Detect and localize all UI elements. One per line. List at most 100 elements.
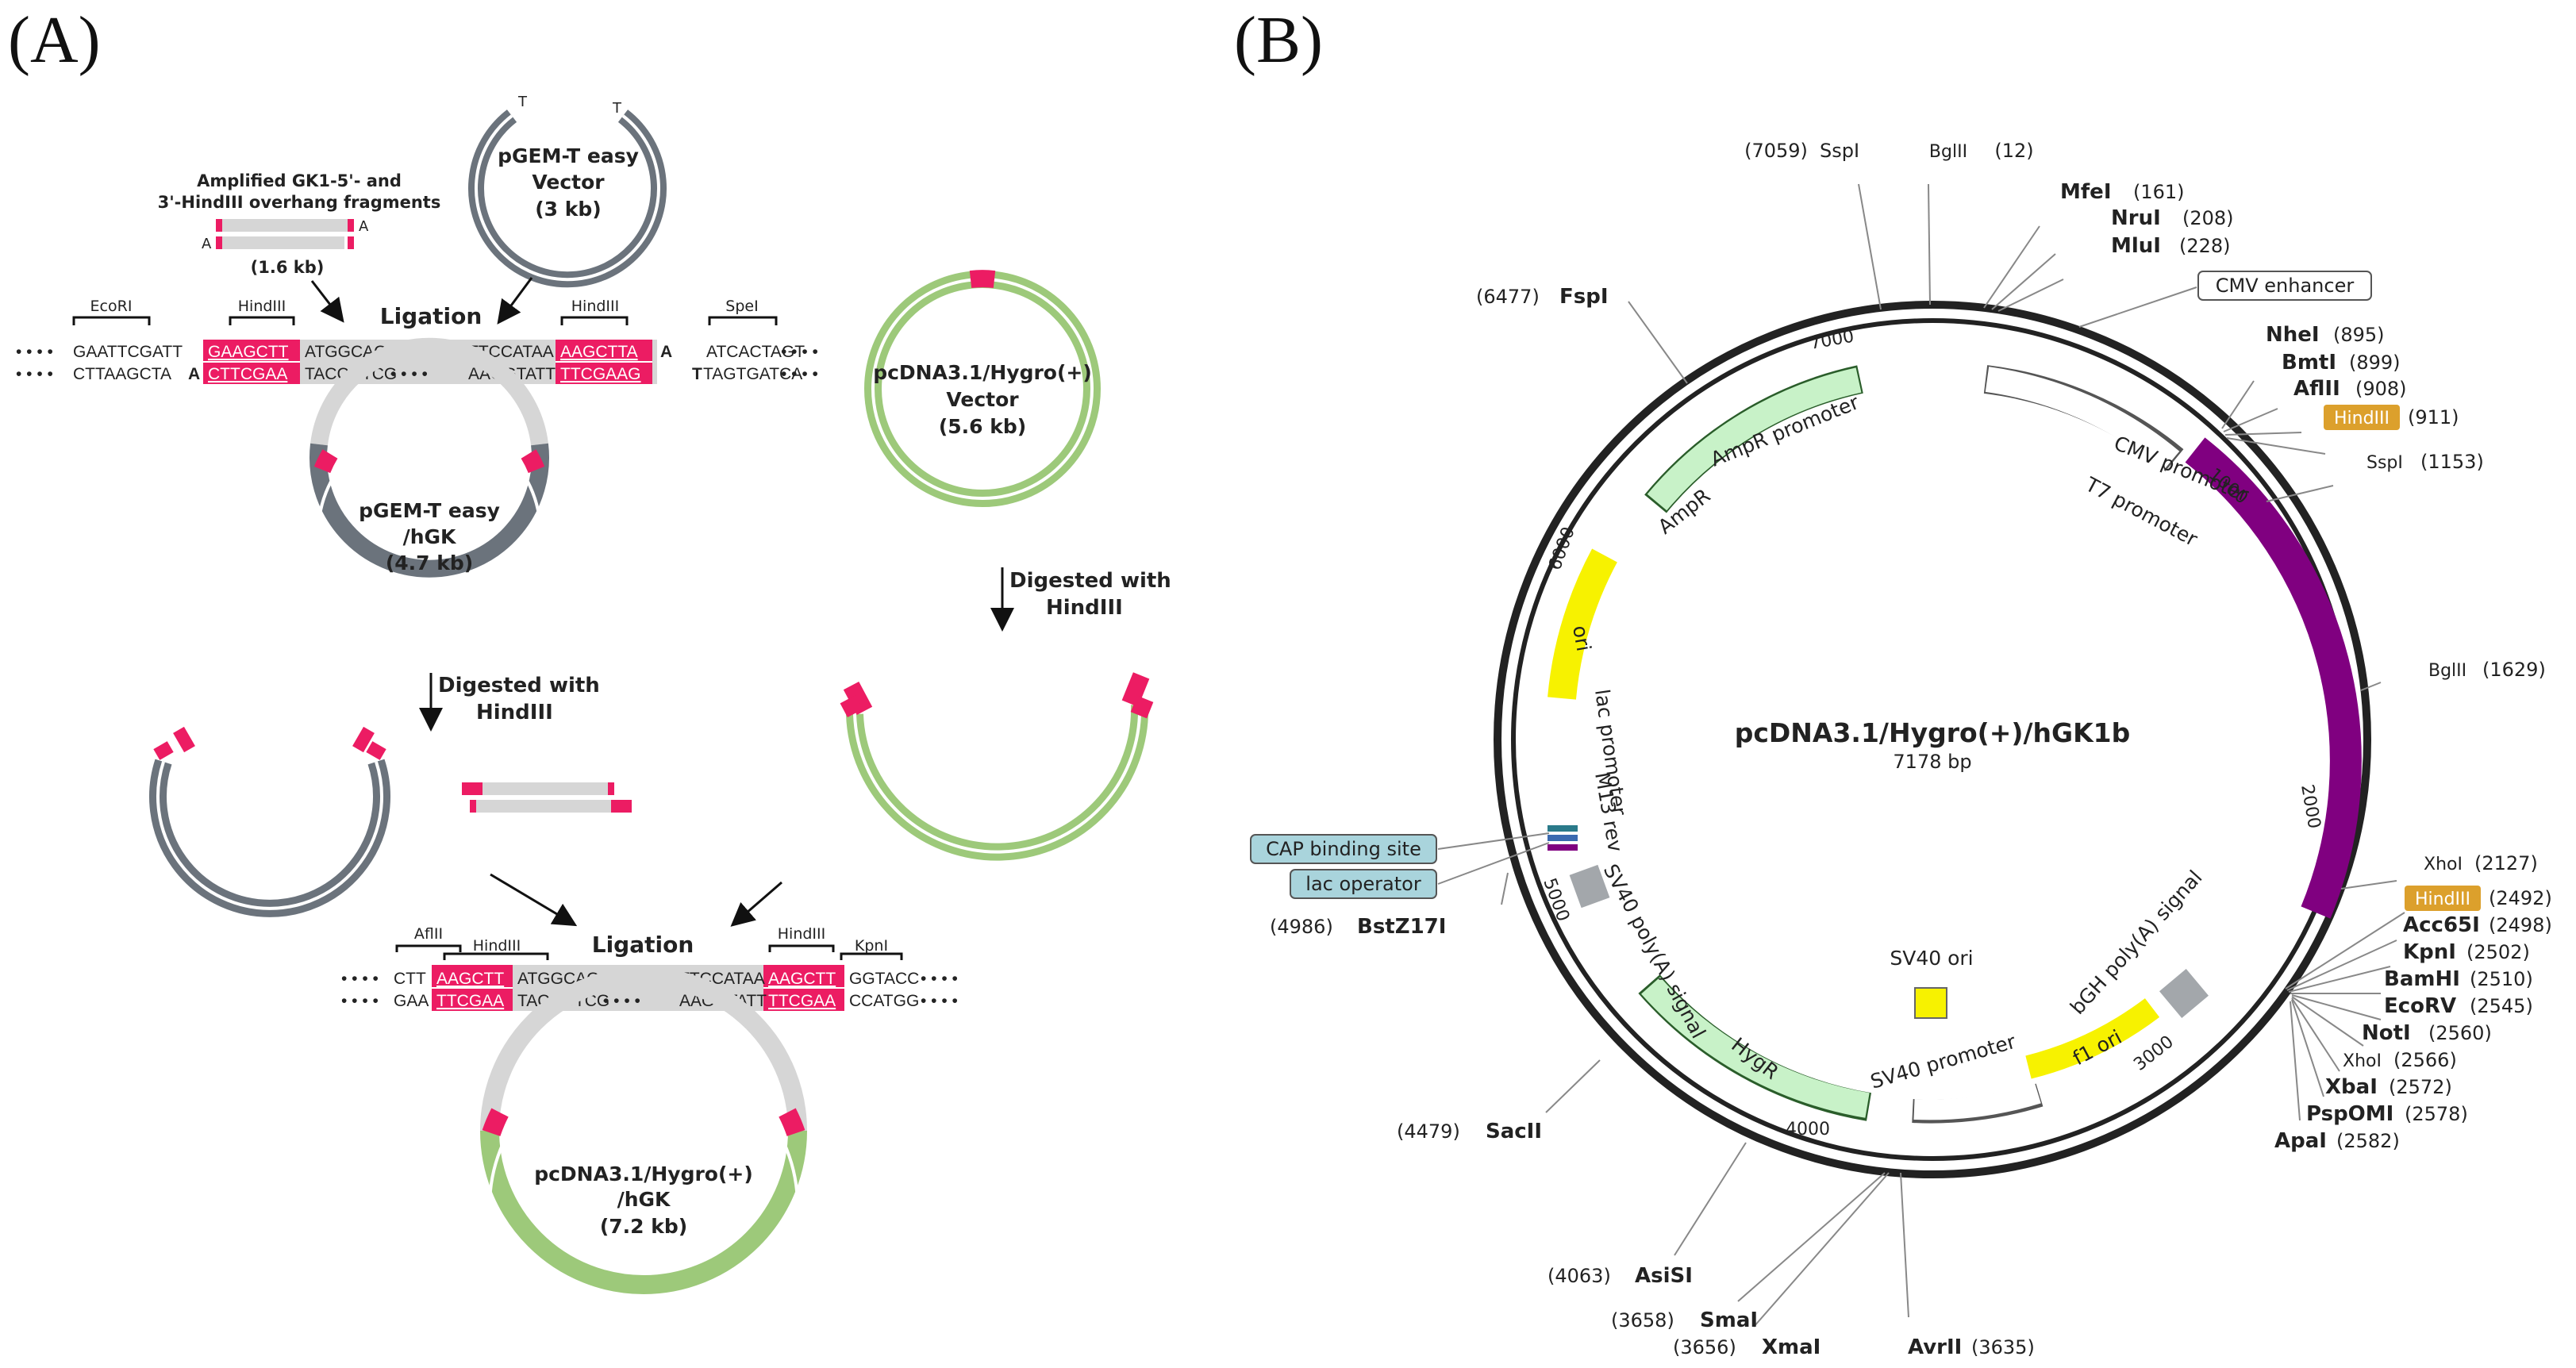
- seq2-bottom-left: GAA: [394, 992, 429, 1010]
- tick-2000: 2000: [2297, 783, 2324, 830]
- site-6-name: NheI: [2266, 323, 2320, 347]
- ligation-label-1: Ligation: [380, 303, 483, 329]
- site-4-pos: (228): [2179, 235, 2231, 257]
- fragment-caption-line-2: 3'-HindIII overhang fragments: [158, 193, 441, 212]
- f1-ori-arc: [2025, 998, 2160, 1079]
- digested-pgem-1: Digested with: [438, 674, 600, 697]
- site-kpni: KpnI: [855, 937, 888, 955]
- site-15-pos: (2502): [2466, 941, 2530, 963]
- plasmid-map: 1000 2000 3000 4000 5000 6000 7000 CMV p…: [1250, 140, 2552, 1359]
- digested-pcdna: [840, 672, 1154, 861]
- tick-7000: 7000: [1809, 327, 1855, 354]
- seq2-top-left: CTT: [394, 970, 426, 988]
- seq1-dots-left-bottom: • • • •: [16, 365, 53, 383]
- tick-4000: 4000: [1786, 1120, 1830, 1139]
- seq2-dots-mid-bottom: • • • •: [603, 992, 640, 1010]
- panel-a-label: (A): [8, 3, 101, 77]
- site-26-name: SmaI: [1700, 1308, 1758, 1332]
- label-glycerol-kinase: Glycerol kinase: [2247, 615, 2301, 768]
- site-2-name: MfeI: [2060, 180, 2112, 204]
- amplified-fragment: Amplified GK1-5'- and 3'-HindIII overhan…: [158, 171, 441, 277]
- site-16-pos: (2510): [2470, 968, 2533, 990]
- pcdna-size: (5.6 kb): [939, 415, 1026, 438]
- digested-insert: [462, 782, 632, 813]
- pgem-t-easy-vector: T T pGEM-T easy Vector (3 kb): [468, 94, 667, 288]
- site-10-pos: (1153): [2420, 451, 2484, 473]
- seq1-top-left: GAATTCGATT: [73, 343, 183, 361]
- seq1-a-left: A: [188, 365, 200, 383]
- site-23-name: BstZ17I: [1357, 915, 1446, 939]
- site-15-name: KpnI: [2403, 940, 2456, 964]
- plasmid-size: 7178 bp: [1893, 751, 1971, 773]
- site-hindiii-left-2: HindIII: [473, 937, 521, 955]
- seq2-dots-left-top: • • • •: [341, 970, 379, 988]
- label-ori: ori: [1568, 624, 1595, 653]
- glycerol-kinase-arc: [2185, 437, 2362, 919]
- seq2-top-right: GGTACC: [849, 970, 919, 988]
- site-7-name: BmtI: [2282, 351, 2336, 375]
- seq1-dots-mid-bottom: • • • •: [390, 365, 428, 383]
- site-19-pos: (2566): [2393, 1049, 2457, 1071]
- site-0-name: SspI: [1820, 140, 1859, 162]
- site-14-name: Acc65I: [2403, 913, 2480, 937]
- seq1-dots-left-top: • • • •: [16, 343, 53, 361]
- site-24-name: SacII: [1486, 1120, 1542, 1143]
- site-11-pos: (1629): [2482, 659, 2546, 681]
- site-9-pos: (911): [2408, 406, 2459, 428]
- fragment-caption-line-1: Amplified GK1-5'- and: [197, 171, 402, 190]
- seq2-hind-top-2: AAGCTT: [768, 970, 836, 988]
- site-18-name: NotI: [2362, 1021, 2411, 1045]
- site-2-pos: (161): [2133, 181, 2185, 203]
- pgemhgk-size: (4.7 kb): [386, 551, 473, 574]
- digested-pcdna-1: Digested with: [1009, 569, 1171, 593]
- site-26-pos: (3658): [1611, 1309, 1674, 1331]
- site-ecori: EcoRI: [90, 298, 133, 315]
- site-18-pos: (2560): [2428, 1022, 2492, 1044]
- seq1-bottom-right: TAGTGATCA: [703, 365, 802, 383]
- seq1-hind-top-1: GAAGCTT: [208, 343, 289, 361]
- arrow-fragment-to-ligation: [310, 280, 344, 323]
- site-25-pos: (4063): [1548, 1265, 1611, 1287]
- pgemhgk-title-2: /hGK: [403, 525, 457, 548]
- site-24-pos: (4479): [1397, 1120, 1460, 1143]
- final-title-1: pcDNA3.1/Hygro(+): [534, 1162, 753, 1185]
- seq2-hind-bot-1: TTCGAA: [436, 992, 504, 1010]
- site-spei: SpeI: [725, 298, 758, 315]
- site-19-name: XhoI: [2343, 1051, 2382, 1071]
- ampr-arc: [1647, 367, 1862, 511]
- site-hindiii-left-1: HindIII: [238, 298, 286, 315]
- label-cap-binding-site: CAP binding site: [1266, 838, 1421, 860]
- fragment-a-overhang-right: A: [359, 218, 369, 235]
- seq1-dots-right-top: • • • •: [781, 343, 818, 361]
- site-5-name: FspI: [1559, 285, 1609, 309]
- digested-pgem-2: HindIII: [476, 701, 553, 724]
- site-13-name: HindIII: [2415, 890, 2470, 909]
- label-t7-promoter: T7 promoter: [2081, 472, 2201, 551]
- site-13-pos: (2492): [2489, 887, 2552, 909]
- site-28-pos: (3635): [1971, 1336, 2035, 1358]
- pgem-hgk-plasmid: pGEM-T easy /hGK (4.7 kb): [310, 337, 549, 646]
- plasmid-name: pcDNA3.1/Hygro(+)/hGK1b: [1735, 717, 2131, 748]
- site-14-pos: (2498): [2489, 914, 2552, 936]
- seq1-top-right: ATCACTAGT: [706, 343, 805, 361]
- final-title-2: /hGK: [617, 1188, 671, 1211]
- site-aflii: AflII: [414, 925, 443, 943]
- site-12-pos: (2127): [2474, 852, 2538, 874]
- arrow-pgem-to-ligation: [497, 277, 533, 325]
- restriction-sites: (7059) SspI BglII (12) MfeI (161) NruI (…: [1270, 140, 2552, 1359]
- pgem-t-left: T: [517, 94, 528, 110]
- arrow-digested-pgem-to-ligation: [490, 873, 578, 927]
- site-22-pos: (2582): [2336, 1130, 2400, 1152]
- site-6-pos: (895): [2333, 324, 2385, 346]
- tick-3000: 3000: [2130, 1032, 2178, 1075]
- site-10-name: SspI: [2366, 453, 2403, 473]
- site-25-name: AsiSI: [1635, 1264, 1693, 1288]
- seq1-hind-bot-2: TTCGAAG: [560, 365, 641, 383]
- pgem-title-1: pGEM-T easy: [498, 144, 639, 167]
- final-size: (7.2 kb): [600, 1215, 687, 1238]
- seq2-dots-right-top: • • • •: [921, 970, 958, 988]
- label-sv40-promoter: SV40 promoter: [1868, 1030, 2019, 1093]
- site-22-name: ApaI: [2274, 1129, 2327, 1153]
- seq1-hind-top-2: AAGCTTA: [560, 343, 638, 361]
- site-17-pos: (2545): [2470, 995, 2533, 1017]
